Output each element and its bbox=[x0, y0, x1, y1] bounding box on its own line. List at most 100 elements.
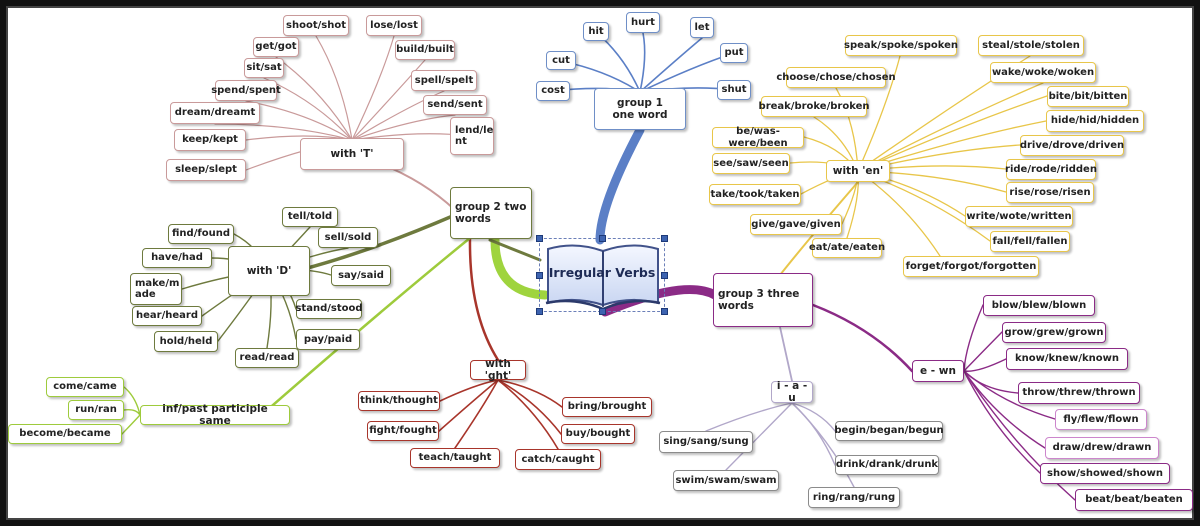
verb-node[interactable]: hurt bbox=[626, 12, 660, 33]
connector-line bbox=[123, 386, 141, 416]
verb-node[interactable]: stand/stood bbox=[295, 299, 363, 319]
verb-node[interactable]: rise/rose/risen bbox=[1006, 182, 1094, 203]
verb-node[interactable]: wake/woke/woken bbox=[990, 62, 1096, 83]
verb-node[interactable]: hold/held bbox=[154, 331, 218, 352]
resize-handle[interactable] bbox=[536, 272, 543, 279]
verb-node[interactable]: steal/stole/stolen bbox=[978, 35, 1084, 56]
resize-handle[interactable] bbox=[536, 235, 543, 242]
resize-handle[interactable] bbox=[599, 308, 606, 315]
verb-node[interactable]: spend/spent bbox=[211, 80, 281, 101]
connector-line bbox=[725, 402, 793, 471]
verb-node[interactable]: have/had bbox=[142, 248, 212, 268]
verb-node[interactable]: say/said bbox=[331, 265, 391, 286]
verb-node[interactable]: drink/drank/drunk bbox=[835, 455, 939, 475]
verb-node[interactable]: be/was-were/been bbox=[712, 126, 804, 149]
verb-node[interactable]: speak/spoke/spoken bbox=[844, 35, 958, 56]
group-3-node[interactable]: group 3 three words bbox=[713, 273, 813, 327]
verb-node[interactable]: grow/grew/grown bbox=[1002, 322, 1106, 343]
verb-node[interactable]: forget/forgot/forgotten bbox=[903, 256, 1039, 277]
verb-node[interactable]: break/broke/broken bbox=[759, 96, 869, 117]
connector-line bbox=[963, 358, 1007, 372]
verb-node[interactable]: choose/chose/chosen bbox=[776, 67, 896, 88]
verb-node[interactable]: find/found bbox=[168, 224, 234, 244]
verb-node[interactable]: throw/threw/thrown bbox=[1018, 382, 1140, 404]
verb-node[interactable]: shoot/shot bbox=[283, 15, 349, 36]
resize-handle[interactable] bbox=[661, 235, 668, 242]
verb-node[interactable]: hit bbox=[583, 22, 609, 41]
verb-node[interactable]: write/wote/written bbox=[965, 206, 1073, 227]
e-wn-node[interactable]: e - wn bbox=[912, 360, 964, 382]
verb-node[interactable]: sit/sat bbox=[244, 58, 284, 78]
verb-node[interactable]: sing/sang/sung bbox=[659, 431, 753, 453]
verb-node[interactable]: draw/drew/drawn bbox=[1045, 437, 1159, 459]
verb-node[interactable]: give/gave/given bbox=[750, 214, 842, 235]
with-d-node[interactable]: with 'D' bbox=[228, 246, 310, 296]
verb-node[interactable]: sleep/slept bbox=[166, 159, 246, 181]
verb-node[interactable]: build/built bbox=[395, 40, 455, 60]
verb-node[interactable]: let bbox=[690, 17, 714, 38]
verb-node[interactable]: show/showed/shown bbox=[1040, 463, 1170, 484]
verb-node[interactable]: buy/bought bbox=[561, 424, 635, 444]
verb-node[interactable]: keep/kept bbox=[174, 129, 246, 151]
verb-node[interactable]: ring/rang/rung bbox=[808, 487, 900, 508]
verb-node[interactable]: dream/dreamt bbox=[170, 102, 260, 124]
verb-node[interactable]: fight/fought bbox=[367, 421, 439, 441]
verb-node[interactable]: catch/caught bbox=[515, 449, 601, 470]
verb-node[interactable]: bite/bit/bitten bbox=[1047, 86, 1129, 107]
verb-node[interactable]: run/ran bbox=[68, 400, 124, 420]
verb-node[interactable]: put bbox=[720, 43, 748, 63]
verb-node[interactable]: cut bbox=[546, 51, 576, 70]
with-t-node[interactable]: with 'T' bbox=[300, 138, 404, 170]
verb-node[interactable]: take/took/taken bbox=[709, 184, 801, 205]
verb-node[interactable]: spell/spelt bbox=[411, 70, 477, 91]
verb-node[interactable]: think/thought bbox=[358, 391, 440, 411]
verb-node[interactable]: begin/began/begun bbox=[834, 421, 944, 441]
verb-node[interactable]: get/got bbox=[253, 37, 299, 57]
verb-node[interactable]: cost bbox=[536, 81, 570, 101]
resize-handle[interactable] bbox=[661, 272, 668, 279]
verb-node[interactable]: send/sent bbox=[423, 95, 487, 115]
verb-node[interactable]: come/came bbox=[46, 377, 124, 397]
connector-line bbox=[857, 82, 1044, 172]
connector-line bbox=[497, 379, 559, 450]
verb-node[interactable]: lend/le nt bbox=[450, 117, 494, 155]
verb-node[interactable]: fly/flew/flown bbox=[1055, 409, 1147, 430]
connector-line bbox=[779, 326, 793, 382]
verb-node[interactable]: hide/hid/hidden bbox=[1046, 110, 1144, 132]
verb-node[interactable]: know/knew/known bbox=[1006, 348, 1128, 370]
group-1-node[interactable]: group 1 one word bbox=[594, 88, 686, 130]
resize-handle[interactable] bbox=[599, 235, 606, 242]
connector-line bbox=[315, 35, 353, 141]
resize-handle[interactable] bbox=[536, 308, 543, 315]
connector-line bbox=[497, 379, 563, 408]
center-topic-book[interactable]: Irregular Verbs bbox=[536, 235, 668, 315]
verb-node[interactable]: read/read bbox=[235, 348, 299, 368]
verb-node[interactable]: pay/paid bbox=[296, 329, 360, 350]
verb-node[interactable]: swim/swam/swam bbox=[673, 470, 779, 491]
connector-line bbox=[454, 379, 499, 449]
verb-node[interactable]: sell/sold bbox=[318, 227, 378, 248]
with-ght-node[interactable]: with 'ght' bbox=[470, 358, 526, 382]
verb-node[interactable]: fall/fell/fallen bbox=[990, 231, 1070, 252]
verb-node[interactable]: teach/taught bbox=[410, 448, 500, 468]
verb-node[interactable]: blow/blew/blown bbox=[983, 295, 1095, 316]
resize-handle[interactable] bbox=[661, 308, 668, 315]
verb-node[interactable]: eat/ate/eaten bbox=[809, 238, 885, 258]
verb-node[interactable]: shut bbox=[717, 80, 751, 100]
i-a-u-node[interactable]: i - a -u bbox=[771, 380, 813, 404]
verb-node[interactable]: beat/beat/beaten bbox=[1075, 489, 1193, 511]
verb-node[interactable]: see/saw/seen bbox=[712, 153, 790, 174]
verb-node[interactable]: hear/heard bbox=[132, 306, 202, 326]
verb-node[interactable]: make/m ade bbox=[130, 273, 182, 305]
verb-node[interactable]: become/became bbox=[8, 424, 122, 444]
verb-node[interactable]: tell/told bbox=[282, 207, 338, 227]
connector-line bbox=[351, 35, 395, 141]
verb-node[interactable]: ride/rode/ridden bbox=[1005, 159, 1097, 180]
with-en-node[interactable]: with 'en' bbox=[826, 160, 890, 182]
verb-node[interactable]: bring/brought bbox=[562, 397, 652, 417]
verb-node[interactable]: drive/drove/driven bbox=[1020, 135, 1124, 156]
same-form-node[interactable]: inf/past participle same bbox=[140, 403, 290, 427]
verb-node[interactable]: lose/lost bbox=[366, 15, 422, 36]
group-2-node[interactable]: group 2 two words bbox=[450, 187, 532, 239]
connector-line bbox=[214, 123, 353, 141]
